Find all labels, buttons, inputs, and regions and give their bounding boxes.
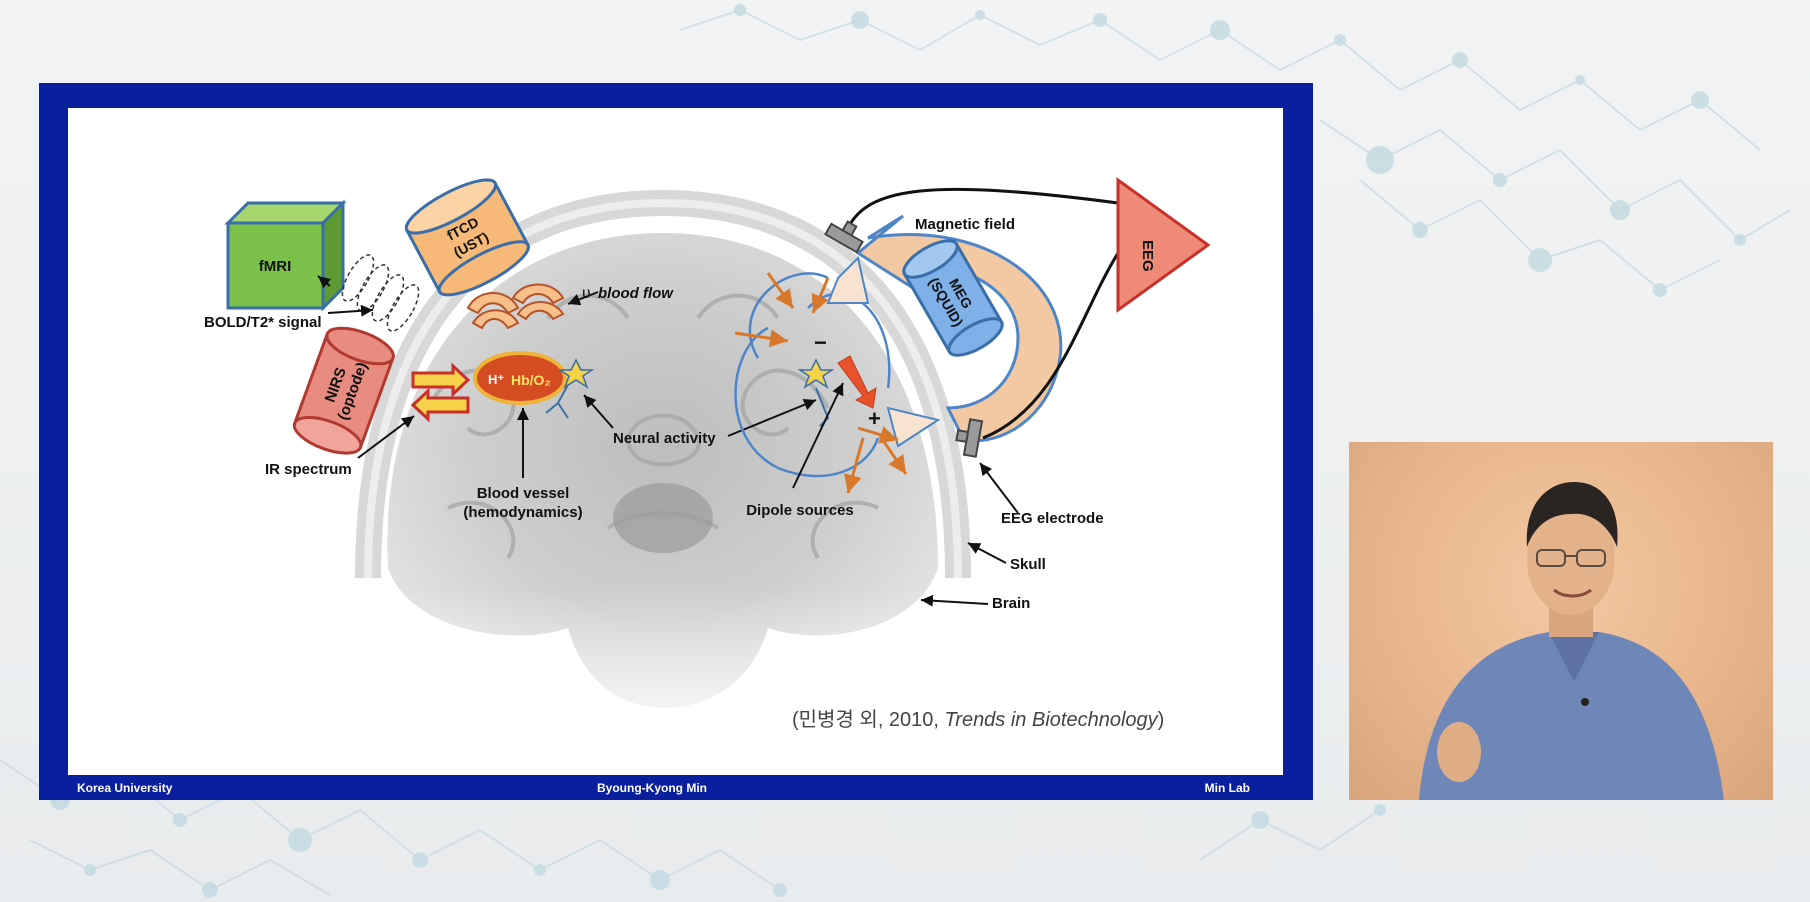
neural-activity-label: Neural activity: [613, 430, 716, 447]
brain-label: Brain: [992, 595, 1030, 612]
fmri-label: fMRI: [259, 258, 292, 275]
citation: (민병경 외, 2010, Trends in Biotechnology): [792, 703, 1164, 732]
dipole-arrow: [837, 355, 877, 409]
eeg-label: EEG: [1139, 240, 1156, 272]
minus-sign: −: [814, 330, 827, 355]
ir-spectrum-label: IR spectrum: [265, 461, 352, 478]
slide-footer: Korea University Byoung-Kyong Min Min La…: [39, 776, 1313, 800]
blood-vessel: H⁺ Hb/O₂: [473, 351, 567, 405]
eeg-electrode-label: EEG electrode: [1001, 510, 1104, 527]
nirs-cylinder: NIRS (optode): [292, 326, 395, 455]
blood-flow-symbol: ʋ: [582, 285, 591, 302]
skull-label: Skull: [1010, 556, 1046, 573]
eeg-wire-top: [846, 187, 1119, 229]
h-plus-label: H⁺: [488, 372, 504, 387]
slide-content: fMRI BOLD/T2* signal fTCD (UST): [68, 108, 1283, 775]
presenter-video: [1349, 442, 1773, 800]
eeg-electrode-bottom: [955, 418, 984, 458]
plus-sign: +: [868, 406, 881, 431]
slide-frame: fMRI BOLD/T2* signal fTCD (UST): [39, 83, 1313, 800]
hbo2-label: Hb/O₂: [511, 372, 551, 388]
coil-signal: [341, 254, 420, 332]
magnetic-field-label: Magnetic field: [915, 216, 1015, 233]
presenter-shirt: [1419, 632, 1724, 800]
eeg-electrode-top: [824, 220, 864, 254]
blood-vessel-label-1: Blood vessel: [477, 485, 570, 502]
presenter-hand: [1437, 722, 1481, 782]
citation-prefix: (민병경 외, 2010,: [792, 709, 945, 731]
bold-label: BOLD/T2* signal: [204, 314, 322, 331]
blood-flow-waves: [466, 283, 565, 330]
neuroimaging-diagram: fMRI BOLD/T2* signal fTCD (UST): [68, 177, 1283, 775]
ftcd-cylinder: fTCD (UST): [404, 178, 530, 297]
blood-flow-label: blood flow: [598, 285, 674, 302]
eeg-wire-bottom: [982, 252, 1120, 440]
meg-cylinder: MEG (SQUID): [902, 239, 1004, 357]
presenter-glasses: [1536, 549, 1606, 567]
citation-suffix: ): [1157, 709, 1165, 731]
footer-university: Korea University: [77, 781, 173, 795]
eeg-triangle: [1116, 177, 1211, 313]
citation-journal: Trends in Biotechnology: [944, 709, 1158, 731]
presenter-hair: [1526, 482, 1618, 547]
dipole-sources-label: Dipole sources: [746, 502, 854, 519]
field-arrow-top: [826, 256, 870, 304]
blood-vessel-label-2: (hemodynamics): [463, 504, 582, 521]
fmri-cube: fMRI: [224, 199, 347, 312]
ir-arrows: [410, 362, 471, 423]
presenter-head: [1527, 505, 1615, 615]
presenter-figure: [1419, 482, 1724, 800]
footer-presenter: Byoung-Kyong Min: [597, 781, 707, 795]
footer-lab: Min Lab: [1204, 781, 1250, 795]
